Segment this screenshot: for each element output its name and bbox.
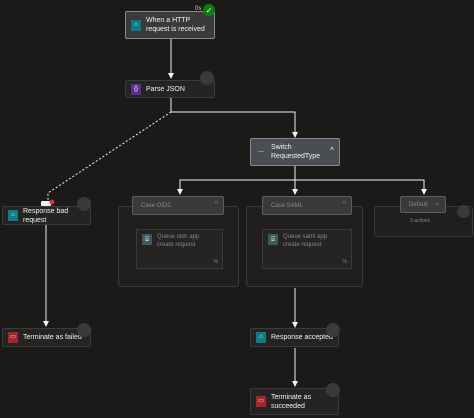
parse-json-icon: {} bbox=[131, 83, 141, 95]
step-label: Response bad request bbox=[23, 207, 69, 224]
duration-label: 0s bbox=[195, 6, 202, 12]
terminate-icon: ▭ bbox=[256, 396, 266, 407]
step-response-accepted[interactable]: ⌂ Response accepted bbox=[250, 328, 339, 347]
actions-count: 2 actions bbox=[410, 218, 431, 224]
chevron-down-icon[interactable]: ⌄ bbox=[434, 200, 440, 207]
step-label: Response accepted bbox=[271, 334, 333, 341]
step-comment-bubble[interactable] bbox=[77, 197, 91, 211]
case-label: Default bbox=[409, 201, 429, 208]
failed-run-after-marker bbox=[41, 201, 51, 206]
step-comment-bubble[interactable] bbox=[326, 323, 340, 337]
step-label: When a HTTP request is received bbox=[146, 17, 205, 33]
step-parse-json[interactable]: {} Parse JSON bbox=[125, 80, 215, 98]
http-request-icon: ⌂ bbox=[131, 19, 141, 31]
checkmark-icon: ✓ bbox=[203, 4, 215, 16]
step-label: Parse JSON bbox=[146, 85, 185, 93]
step-terminate-failed[interactable]: ▭ Terminate as failed bbox=[2, 328, 91, 347]
step-comment-bubble[interactable] bbox=[200, 71, 214, 85]
response-icon: ⌂ bbox=[256, 332, 266, 343]
step-response-bad-request[interactable]: ⌂ Response bad request bbox=[2, 206, 91, 225]
step-terminate-succeeded[interactable]: ▭ Terminate as succeeded bbox=[250, 388, 339, 415]
default-header[interactable]: Default ⌄ bbox=[400, 196, 446, 213]
queue-icon: ⌸ bbox=[268, 234, 278, 245]
step-queue-oidc[interactable]: ⌸ Queue oidc app create request % bbox=[136, 229, 223, 269]
connector-switch-oidc bbox=[177, 165, 296, 195]
step-label: Terminate as succeeded bbox=[271, 393, 312, 410]
case-label: Case OIDC bbox=[141, 202, 172, 209]
case-saml-header[interactable]: Case SAML ^ bbox=[262, 196, 352, 215]
step-http-trigger[interactable]: ⌂ When a HTTP request is received bbox=[125, 11, 215, 39]
step-comment-bubble[interactable] bbox=[326, 383, 340, 397]
percent-marker: % bbox=[342, 259, 347, 265]
connector-parse-switch bbox=[170, 98, 298, 138]
connector-switch-default bbox=[295, 179, 427, 195]
percent-marker: % bbox=[213, 259, 218, 265]
switch-icon: — bbox=[258, 148, 264, 155]
case-oidc-header[interactable]: Case OIDC ^ bbox=[132, 196, 224, 215]
step-switch[interactable]: — Switch RequestedType ^ bbox=[250, 138, 340, 166]
chevron-up-icon[interactable]: ^ bbox=[342, 201, 346, 208]
step-label: Terminate as failed bbox=[23, 334, 82, 341]
failed-dot bbox=[49, 199, 55, 205]
connector-parse-response-bad bbox=[47, 111, 172, 202]
chevron-up-icon[interactable]: ^ bbox=[214, 201, 218, 208]
step-label: Switch RequestedType bbox=[271, 144, 321, 160]
step-queue-saml[interactable]: ⌸ Queue saml app create request % bbox=[262, 229, 352, 269]
step-comment-bubble[interactable] bbox=[457, 205, 470, 218]
default-container bbox=[374, 206, 473, 237]
terminate-icon: ▭ bbox=[8, 332, 18, 343]
case-label: Case SAML bbox=[271, 202, 304, 209]
chevron-up-icon[interactable]: ^ bbox=[330, 146, 334, 155]
step-label: Queue oidc app create request bbox=[157, 234, 200, 248]
step-comment-bubble[interactable] bbox=[77, 323, 91, 337]
response-icon: ⌂ bbox=[8, 210, 18, 221]
queue-icon: ⌸ bbox=[142, 234, 152, 245]
step-label: Queue saml app create request bbox=[283, 234, 328, 248]
